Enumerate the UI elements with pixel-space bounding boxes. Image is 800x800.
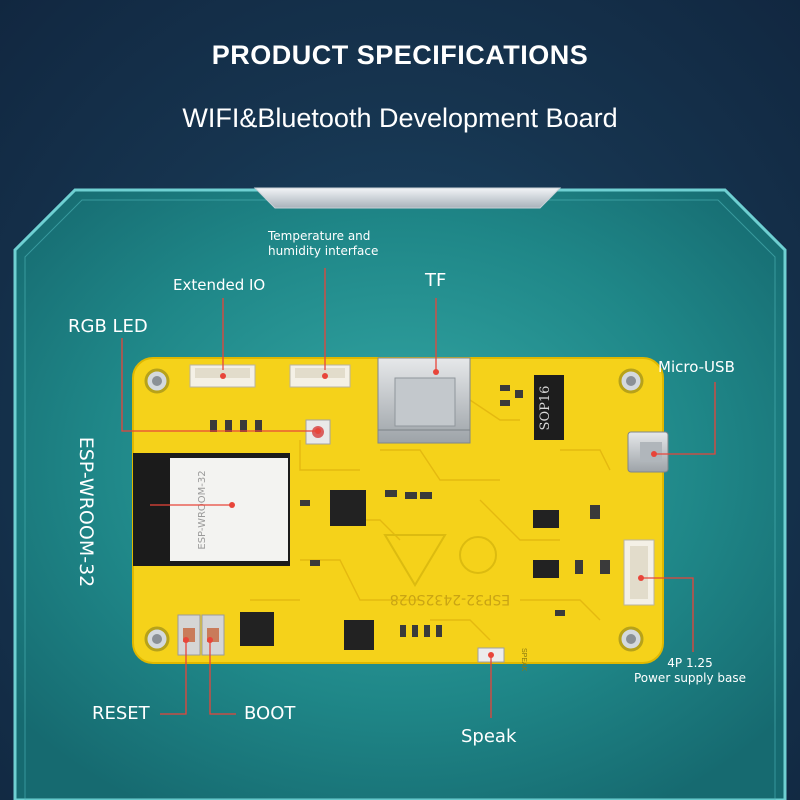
callout-dots [183, 369, 657, 658]
micro-usb-label: Micro-USB [658, 358, 735, 376]
reset-button-hw [177, 614, 201, 656]
callout-lines [121, 268, 716, 718]
temp-humidity-connector [289, 364, 351, 388]
sop16-label: SOP16 [538, 386, 553, 431]
rgb-led-label: RGB LED [68, 316, 148, 337]
ic-chip [344, 620, 374, 650]
board-id-silkscreen: ESP32-2432S028 [390, 591, 510, 607]
page-title: PRODUCT SPECIFICATIONS [211, 40, 589, 70]
page-subtitle: WIFI&Bluetooth Development Board [182, 103, 618, 133]
ic-chip [240, 612, 274, 646]
frame-inner-border [24, 199, 776, 800]
sop16-chip: SOP16 [534, 375, 564, 440]
power-connector-4p [623, 539, 655, 606]
frame-top-tab [253, 187, 562, 209]
temp-humidity-label-line1: Temperature and [268, 229, 371, 243]
esp-wroom-32-module: ESP-WROOM-32 [133, 453, 290, 566]
mosfet [533, 560, 559, 578]
power-label-line2: Power supply base [633, 671, 747, 685]
ic-chip [330, 490, 366, 526]
reset-label: RESET [92, 703, 150, 724]
power-supply-label: 4P 1.25 Power supply base [630, 656, 750, 686]
esp-wroom-32-label: ESP-WROOM-32 [75, 437, 97, 588]
micro-usb-port [627, 431, 669, 473]
boot-button-hw [201, 614, 225, 656]
warning-triangle-icon [383, 534, 447, 587]
power-label-line1: 4P 1.25 [667, 656, 713, 670]
extended-io-label: Extended IO [173, 276, 266, 294]
mosfet [533, 510, 559, 528]
temp-humidity-label: Temperature and humidity interface [268, 229, 378, 259]
pb-free-icon [459, 536, 497, 574]
tf-label: TF [425, 270, 447, 291]
temp-humidity-label-line2: humidity interface [268, 244, 379, 258]
passive-components [210, 385, 610, 637]
speak-silkscreen: SPEAK [520, 648, 527, 672]
module-silkscreen: ESP-WROOM-32 [197, 470, 208, 549]
speak-label: Speak [461, 726, 517, 747]
tf-card-slot [377, 357, 471, 444]
pcb-board: SOP16 ESP-WROOM-32 [132, 357, 669, 672]
boot-label: BOOT [244, 703, 296, 724]
mounting-holes [144, 368, 644, 652]
